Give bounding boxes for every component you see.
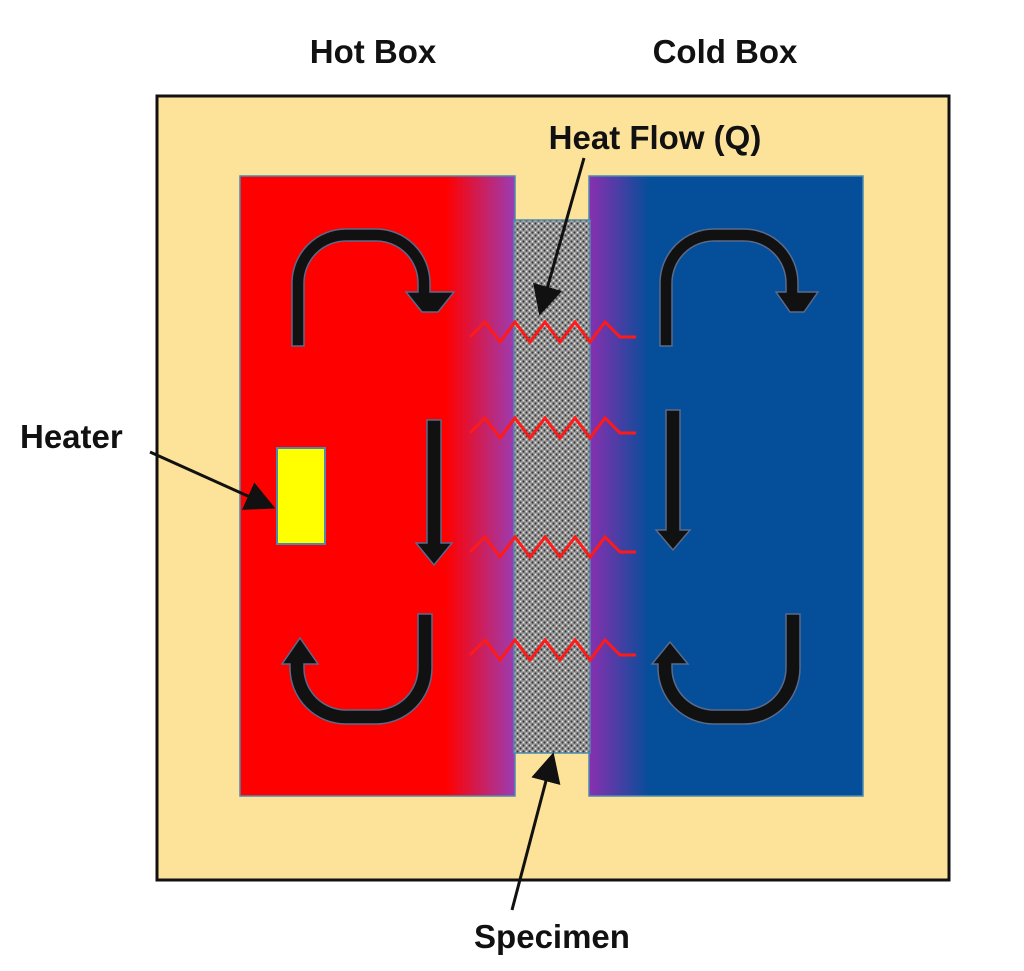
heat-wave-icon — [468, 534, 636, 560]
heater-leader-arrow — [149, 450, 276, 510]
heat-flow-label: Heat Flow (Q) — [549, 119, 762, 156]
cold-box-label: Cold Box — [653, 33, 798, 70]
heat-wave-icon — [468, 637, 636, 663]
heater-element — [276, 447, 326, 545]
circulation-arrow-icon — [659, 228, 820, 347]
circulation-arrow-icon — [280, 613, 433, 725]
hot-box-label: Hot Box — [310, 33, 437, 70]
circulation-arrow-icon — [414, 419, 454, 567]
cold-box-chamber — [588, 175, 864, 797]
circulation-arrow-icon — [650, 613, 801, 725]
specimen-label: Specimen — [474, 918, 630, 955]
cold-box-circulation-arrows — [650, 228, 820, 725]
heat-wave-icon — [468, 319, 636, 345]
specimen-panel — [513, 219, 591, 754]
heat-wave-icon — [468, 415, 636, 441]
circulation-arrow-icon — [654, 409, 692, 552]
circulation-arrow-icon — [291, 228, 456, 347]
specimen-leader-arrow — [510, 752, 561, 911]
hot-box-circulation-arrows — [280, 228, 456, 725]
heat-flow-waves — [468, 319, 636, 663]
heat-flow-leader-arrow — [533, 157, 586, 316]
heater-label: Heater — [20, 418, 123, 455]
